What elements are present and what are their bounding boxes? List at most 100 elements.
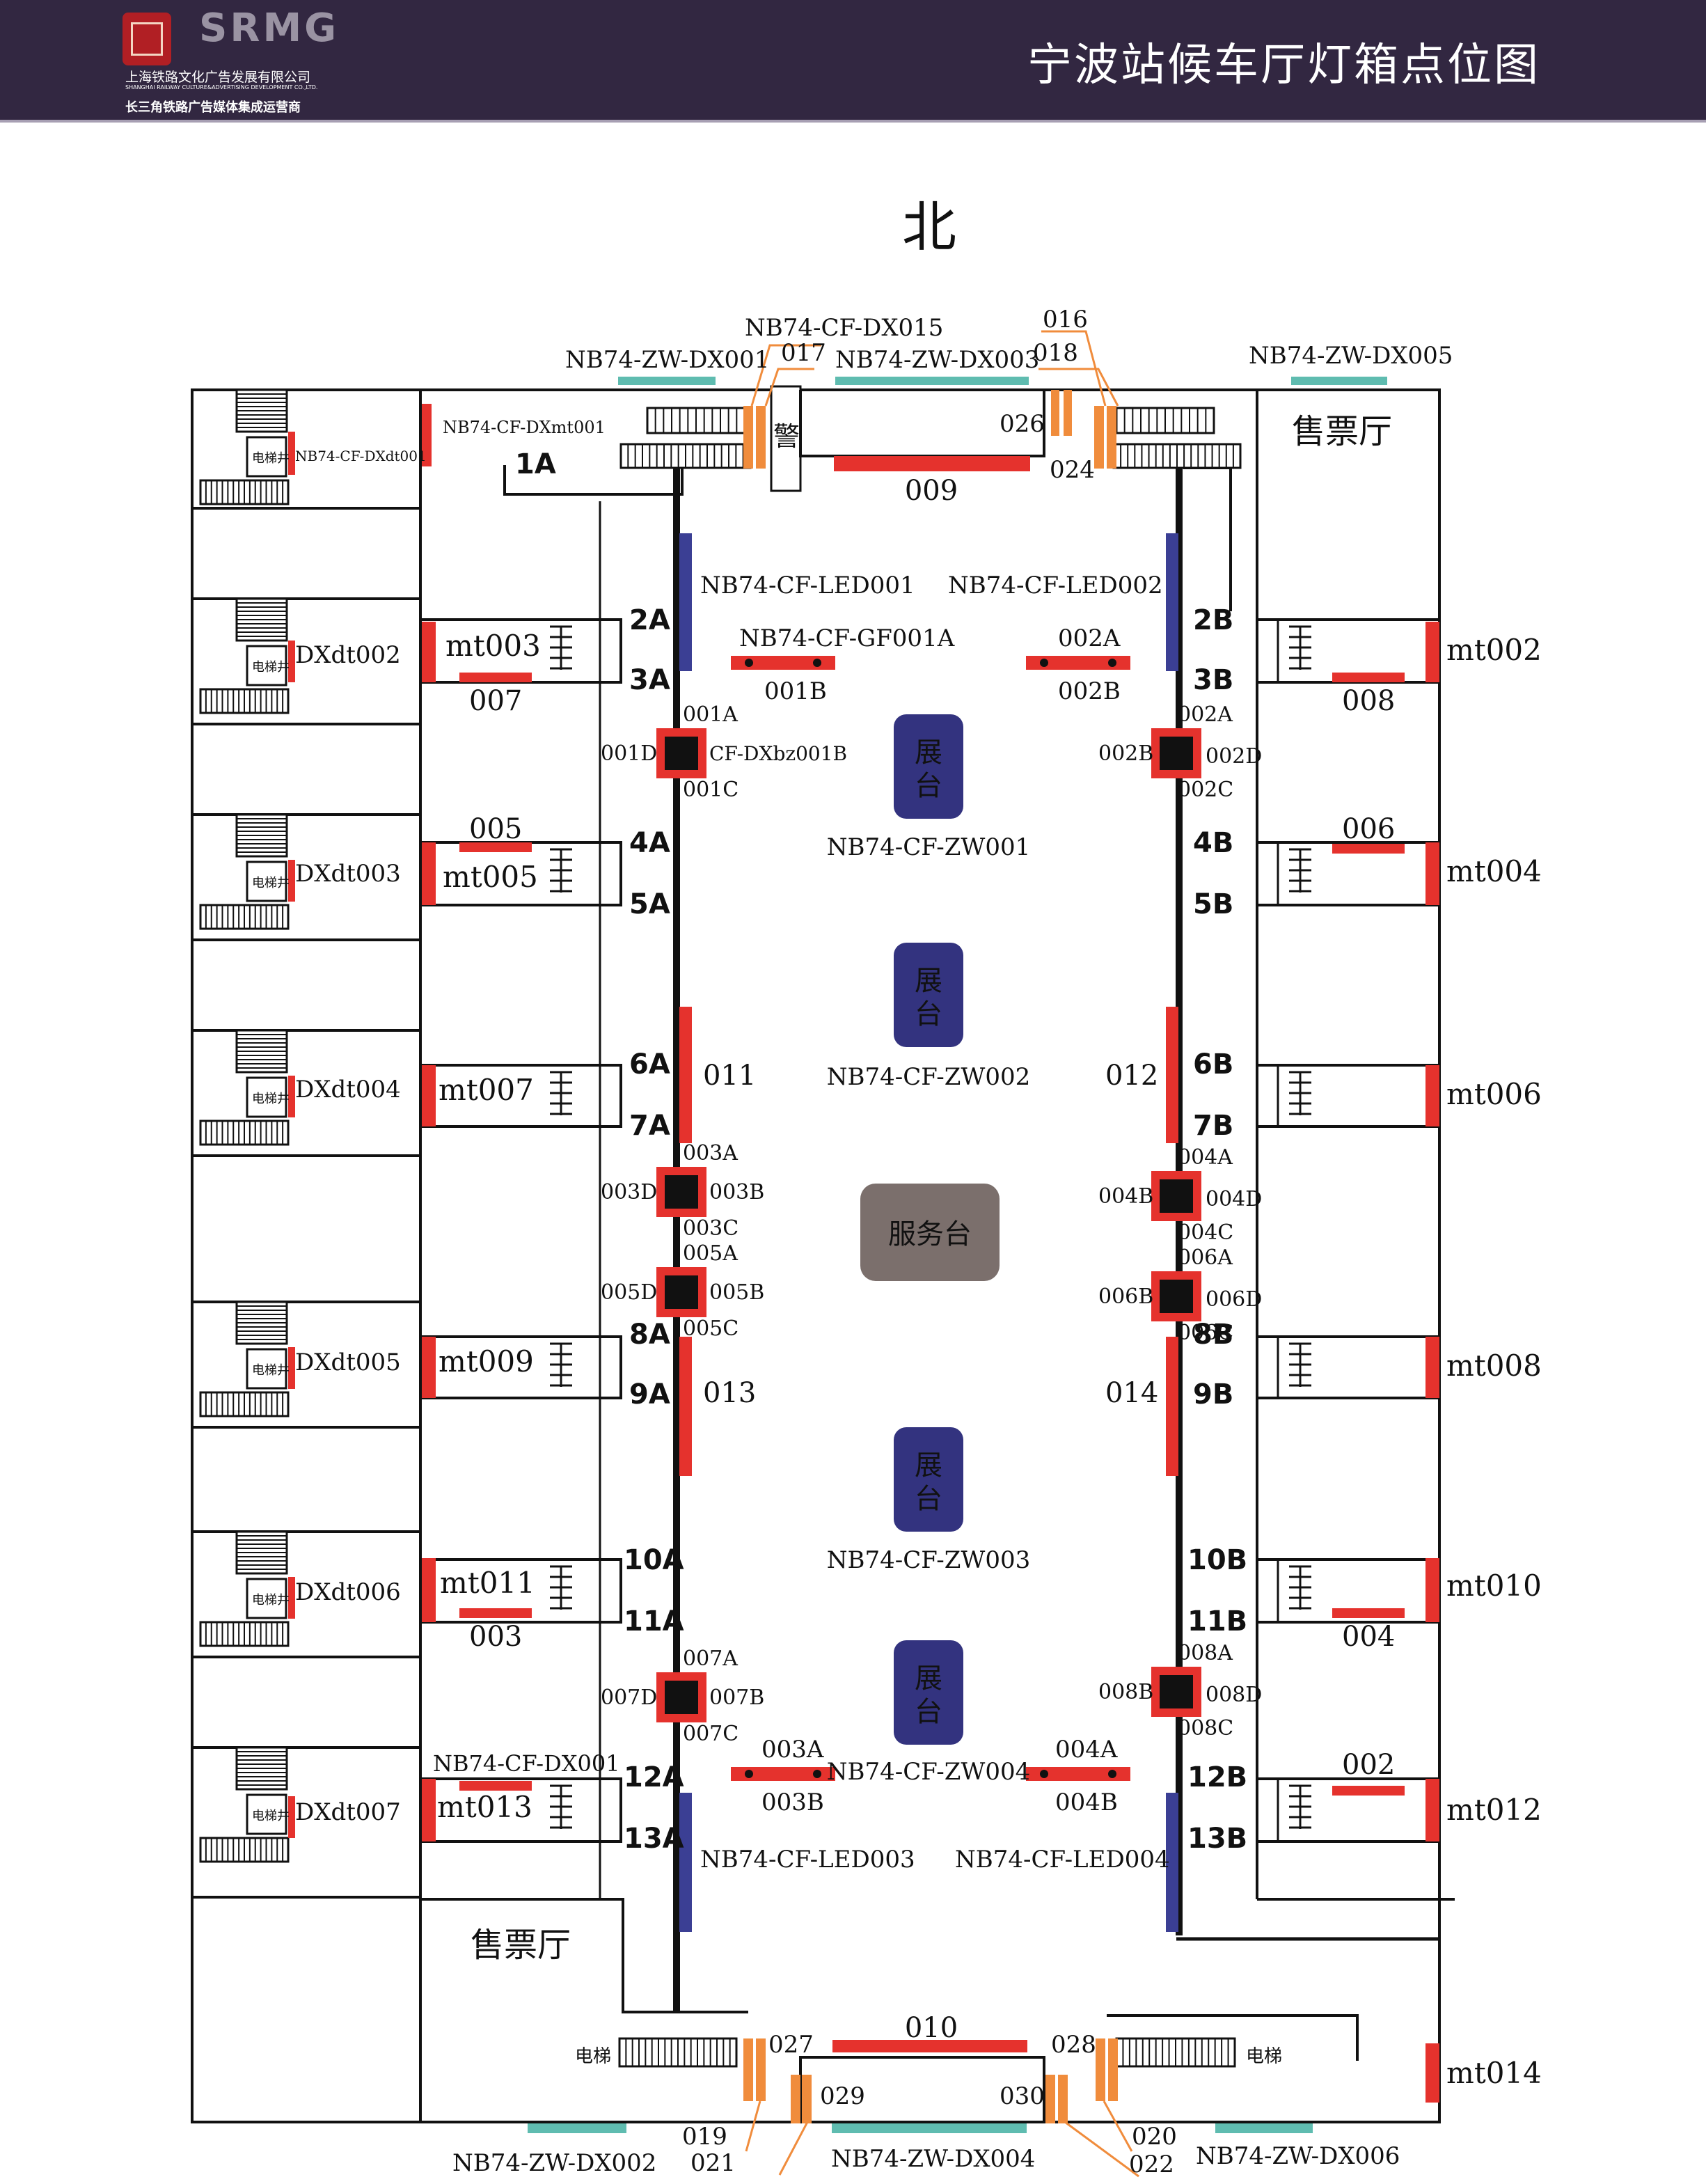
wall-lightbox-dx005: [1291, 377, 1387, 385]
lightbox-008: [1332, 673, 1405, 682]
shaft-code: DXdt003: [295, 860, 401, 888]
gate-turnstile: [550, 848, 572, 893]
lightbox-left-mt: [422, 1065, 436, 1126]
gate-label-left: 13A: [624, 1823, 684, 1855]
elevator-shaft: [246, 436, 287, 478]
exhibit-booth: [894, 714, 963, 819]
stair-shaft: [235, 1530, 288, 1575]
gate-label-right: 2B: [1193, 604, 1233, 636]
gate-label-right: 11B: [1187, 1605, 1247, 1637]
code-004b-bar: 004B: [1055, 1789, 1118, 1816]
company-seal-logo: [123, 13, 171, 65]
leader-line: [1103, 2100, 1133, 2152]
exhibit-booth: [894, 1640, 963, 1745]
code-cf-dx001: NB74-CF-DX001: [433, 1750, 620, 1777]
code-002b-bar: 002B: [1058, 677, 1121, 705]
column-code: 005C: [683, 1317, 739, 1341]
code-dx001: NB74-ZW-DX001: [565, 346, 769, 374]
code-002: 002: [1342, 1749, 1395, 1781]
column: [665, 1275, 698, 1309]
lightbox-021: [802, 2075, 812, 2123]
double-lightbox-dot: [745, 1770, 753, 1778]
double-lightbox: [1026, 656, 1130, 670]
double-lightbox-dot: [1040, 659, 1048, 667]
stair-shaft: [235, 1301, 288, 1345]
column: [665, 1175, 698, 1209]
lightbox-014: [1166, 1337, 1178, 1476]
code-booth: NB74-CF-ZW003: [827, 1546, 1031, 1574]
lightbox-005: [459, 842, 532, 852]
gate-label-left: 8A: [629, 1319, 670, 1351]
gate-label-right: 6B: [1193, 1048, 1233, 1081]
exhibit-booth: [894, 1427, 963, 1532]
column-code: 002B: [1098, 741, 1153, 766]
gate-label-left: 9A: [629, 1378, 670, 1411]
stair-shaft: [199, 1837, 290, 1863]
lightbox-002: [1332, 1786, 1405, 1796]
brand-logo-text: SRMG: [199, 6, 340, 51]
elevator-shaft-label: 电梯井: [252, 1809, 290, 1823]
gate-label-right: 5B: [1193, 888, 1233, 920]
double-lightbox: [1026, 1767, 1130, 1781]
gate-turnstile: [550, 1071, 572, 1115]
lightbox-024: [1064, 390, 1072, 436]
mt-code: mt012: [1446, 1793, 1542, 1827]
column-code: 001A: [683, 702, 738, 727]
column-code: 004A: [1178, 1145, 1233, 1170]
lightbox-018: [1094, 406, 1104, 469]
leader-line: [745, 2100, 761, 2152]
code-022: 022: [1129, 2151, 1174, 2178]
ticket-hall-label: 售票厅: [471, 1926, 571, 1965]
gate-label-left: 4A: [629, 827, 670, 859]
lightbox-dxdt: [288, 1347, 295, 1389]
code-booth: NB74-CF-ZW001: [827, 833, 1031, 861]
lightbox-011: [679, 1007, 692, 1143]
gate-label-left: 5A: [629, 888, 670, 920]
mt-code: mt006: [1446, 1077, 1542, 1111]
lightbox-right-mt: [1425, 1558, 1439, 1622]
lightbox-dxdt001: [288, 432, 295, 475]
column: [1160, 1179, 1193, 1213]
led-002: [1166, 533, 1178, 671]
code-030: 030: [1000, 2082, 1045, 2110]
column-code: 002D: [1206, 744, 1262, 769]
code-dx002: NB74-ZW-DX002: [452, 2149, 656, 2177]
gate-label-left: 6A: [629, 1048, 670, 1081]
column-code: 004D: [1206, 1187, 1262, 1211]
code-dx005: NB74-ZW-DX005: [1249, 342, 1453, 370]
gate-label-right: 4B: [1193, 827, 1233, 859]
column-code: 008B: [1098, 1680, 1153, 1704]
column-code: 001D: [601, 741, 657, 766]
double-lightbox: [731, 1767, 835, 1781]
code-led002: NB74-CF-LED002: [948, 572, 1163, 599]
lightbox-dxdt: [288, 860, 295, 902]
booth-label: 台: [915, 1696, 942, 1728]
code-dxdt001: NB74-CF-DXdt001: [295, 448, 427, 464]
stair-shaft: [235, 813, 288, 858]
code-008: 008: [1342, 685, 1395, 717]
right-corridor-line: [1183, 466, 1232, 611]
company-name-en: SHANGHAI RAILWAY CULTURE&ADVERTISING DEV…: [125, 84, 318, 91]
shaft-code: DXdt002: [295, 641, 401, 669]
double-lightbox-dot: [1040, 1770, 1048, 1778]
column-code: 006A: [1178, 1246, 1233, 1270]
code-booth: NB74-CF-ZW004: [827, 1758, 1031, 1786]
lightbox-left-mt: [422, 1337, 436, 1398]
gate-turnstile: [1289, 1784, 1311, 1829]
column-code: 005A: [683, 1241, 738, 1266]
gate-label-right: 7B: [1193, 1110, 1233, 1142]
left-gate-room: [420, 1558, 622, 1624]
column-code: 003C: [683, 1216, 739, 1241]
stair-top-right: [1112, 443, 1242, 469]
column-code: CF-DXbz001B: [709, 742, 847, 765]
lightbox-027: [743, 2038, 753, 2101]
elevator-shaft-label: 电梯井: [252, 1092, 290, 1106]
service-desk-label: 服务台: [888, 1218, 972, 1250]
code-016: 016: [1043, 306, 1088, 333]
code-dxmt001: NB74-CF-DXmt001: [443, 418, 606, 437]
stair-shaft: [235, 1746, 288, 1791]
mt-code: mt007: [439, 1073, 534, 1107]
code-004: 004: [1342, 1621, 1395, 1653]
stair-top-right: [1115, 407, 1215, 434]
